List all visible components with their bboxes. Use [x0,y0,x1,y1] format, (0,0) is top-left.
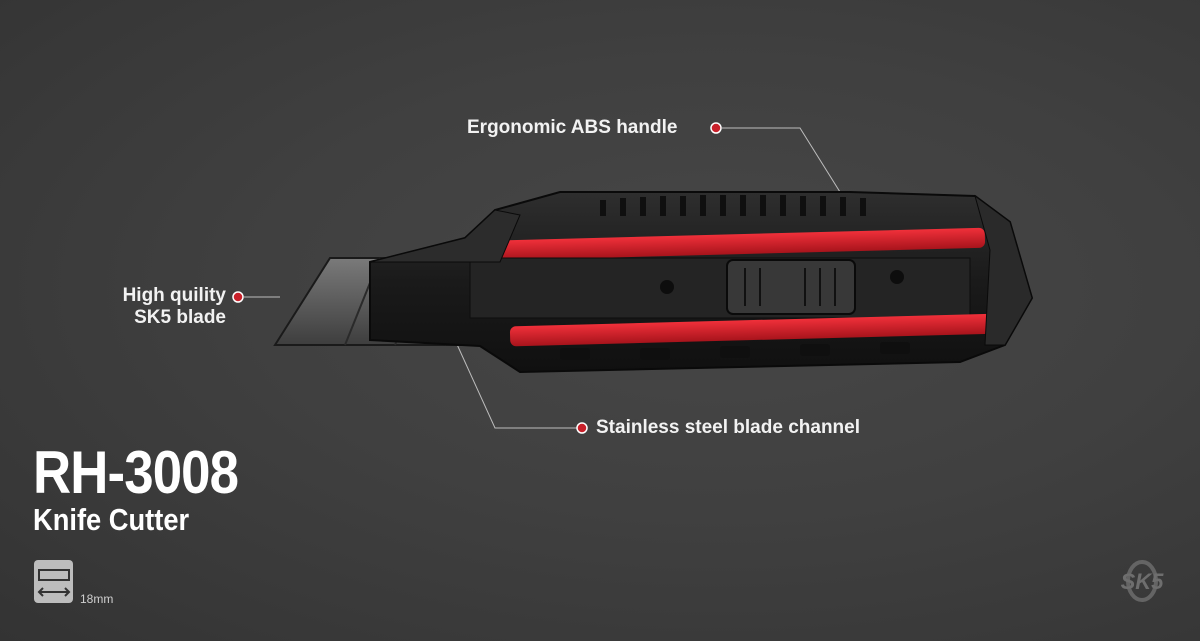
red-stripe-top [499,227,986,261]
callout-channel: Stainless steel blade channel [596,417,860,438]
callout-lines [244,127,846,429]
callout-dot-blade [232,291,244,303]
callout-dot-handle [710,122,722,134]
ruler-width-icon [34,560,73,603]
callout-dot-channel [576,422,588,434]
spec-value: 18mm [80,592,114,606]
red-stripe-bottom [509,313,996,347]
grip-ridges [600,195,866,216]
callout-blade: High quility SK5 blade [123,285,226,329]
bottom-grip [560,342,910,360]
callout-blade-line1: High quility [122,285,226,306]
product-name: Knife Cutter [33,502,190,537]
callout-blade-line2: SK5 blade [134,307,226,328]
blade-channel [469,257,971,319]
product-model: RH-3008 [33,439,239,506]
end-cap [974,194,1033,346]
sk5-logo: SK5 [1121,560,1165,602]
front-cap [369,209,521,263]
svg-text:SK5: SK5 [1121,569,1165,594]
callout-handle: Ergonomic ABS handle [467,117,678,138]
